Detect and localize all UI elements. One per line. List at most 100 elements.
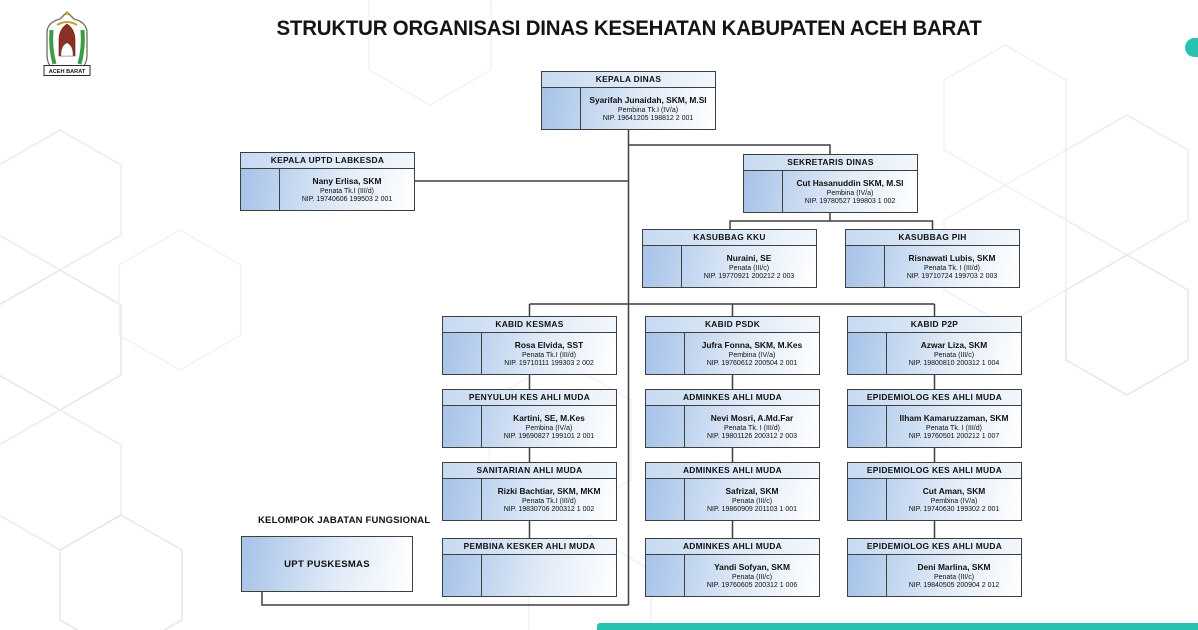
org-box-title: KABID KESMAS [443,317,616,333]
person-name: Deni Marlina, SKM [917,562,991,572]
person-rank: Pembina (IV/a) [728,351,776,359]
photo-cell [848,333,887,374]
person-rank: Pembina (IV/a) [826,189,874,197]
person-name: Nany Erlisa, SKM [312,176,382,186]
person-rank: Penata Tk.I (III/d) [320,187,374,195]
person-nip: NIP. 19760612 200504 2 001 [706,360,798,367]
photo-cell [443,406,482,447]
person-rank: Penata (III/c) [728,264,770,272]
photo-cell [848,479,887,520]
org-box-epidemiolog-2: EPIDEMIOLOG KES AHLI MUDA Cut Aman, SKM … [847,462,1022,521]
person-nip: NIP. 19740630 199302 2 001 [908,506,1000,513]
photo-cell [848,555,887,596]
person-name: Safrizal, SKM [725,486,779,496]
org-box-adminkes-2: ADMINKES AHLI MUDA Safrizal, SKM Penata … [645,462,820,521]
org-box-title: ADMINKES AHLI MUDA [646,463,819,479]
photo-cell [443,479,482,520]
person-nip: NIP. 19800810 200312 1 004 [908,360,1000,367]
logo-text: ACEH BARAT [49,69,86,75]
org-box-title: KEPALA UPTD LABKESDA [241,153,414,169]
person-rank: Penata Tk. I (III/d) [924,264,980,272]
person-rank: Penata Tk.I (III/d) [522,497,576,505]
person-name: Cut Aman, SKM [922,486,986,496]
page-title: STRUKTUR ORGANISASI DINAS KESEHATAN KABU… [276,16,982,40]
person-rank: Penata Tk. I (III/d) [926,424,982,432]
right-edge-accent [1185,38,1198,57]
photo-cell [646,333,685,374]
person-name: Cut Hasanuddin SKM, M.SI [796,178,904,188]
org-box-title: KABID PSDK [646,317,819,333]
person-nip: NIP. 19830706 200312 1 002 [503,506,595,513]
org-box-title: KASUBBAG PIH [846,230,1019,246]
person-nip: NIP. 19710724 199703 2 003 [906,273,998,280]
org-box-title: PEMBINA KESKER AHLI MUDA [443,539,616,555]
person-rank: Pembina (IV/a) [930,497,978,505]
person-rank: Penata (III/c) [731,497,773,505]
person-rank: Penata (III/c) [933,351,975,359]
person-nip: NIP. 19801126 200312 2 003 [706,433,798,440]
photo-cell [846,246,885,287]
person-nip: NIP. 19840505 200904 2 012 [908,582,1000,589]
org-box-kasubbag-pih: KASUBBAG PIH Risnawati Lubis, SKM Penata… [845,229,1020,288]
org-box-kabid-psdk: KABID PSDK Jufra Fonna, SKM, M.Kes Pembi… [645,316,820,375]
org-box-kasubbag-kku: KASUBBAG KKU Nuraini, SE Penata (III/c) … [642,229,817,288]
org-box-title: ADMINKES AHLI MUDA [646,539,819,555]
person-name: Kartini, SE, M.Kes [513,413,585,423]
person-nip: NIP. 19780527 199803 1 002 [804,198,896,205]
org-box-title: EPIDEMIOLOG KES AHLI MUDA [848,539,1021,555]
person-name: Yandi Sofyan, SKM [714,562,790,572]
org-box-title: EPIDEMIOLOG KES AHLI MUDA [848,390,1021,406]
person-nip: NIP. 19860909 201103 1 001 [706,506,798,513]
person-nip: NIP. 19710111 199303 2 002 [504,360,594,367]
person-rank: Penata (III/c) [731,573,773,581]
org-box-sekretaris-dinas: SEKRETARIS DINAS Cut Hasanuddin SKM, M.S… [743,154,918,213]
person-rank: Pembina (IV/a) [525,424,573,432]
person-nip: NIP. 19690827 199101 2 001 [503,433,595,440]
photo-cell [646,479,685,520]
person-rank: Penata Tk. I (III/d) [724,424,780,432]
org-box-title: EPIDEMIOLOG KES AHLI MUDA [848,463,1021,479]
person-nip: NIP. 19740606 199503 2 001 [301,196,393,203]
photo-cell [443,555,482,596]
person-nip: NIP. 19760501 200212 1 007 [908,433,1000,440]
org-box-adminkes-1: ADMINKES AHLI MUDA Nevi Mosri, A.Md.Far … [645,389,820,448]
person-name: Rizki Bachtiar, SKM, MKM [497,486,601,496]
org-box-title: KASUBBAG KKU [643,230,816,246]
org-box-adminkes-3: ADMINKES AHLI MUDA Yandi Sofyan, SKM Pen… [645,538,820,597]
person-name: Risnawati Lubis, SKM [908,253,996,263]
org-box-pembina-kesker: PEMBINA KESKER AHLI MUDA [442,538,617,597]
org-box-kabid-p2p: KABID P2P Azwar Liza, SKM Penata (III/c)… [847,316,1022,375]
person-name: Syarifah Junaidah, SKM, M.SI [589,95,707,105]
person-rank: Pembina Tk.I (IV/a) [617,106,679,114]
org-box-epidemiolog-1: EPIDEMIOLOG KES AHLI MUDA Ilham Kamaruzz… [847,389,1022,448]
photo-cell [646,406,685,447]
person-name: Ilham Kamaruzzaman, SKM [899,413,1009,423]
org-box-title: SANITARIAN AHLI MUDA [443,463,616,479]
org-box-title: SEKRETARIS DINAS [744,155,917,171]
photo-cell [744,171,783,212]
org-box-title: PENYULUH KES AHLI MUDA [443,390,616,406]
org-box-upt-puskesmas: UPT PUSKESMAS [241,536,413,592]
org-box-title: ADMINKES AHLI MUDA [646,390,819,406]
person-nip: NIP. 19760605 200312 1 006 [706,582,798,589]
bottom-edge-accent [597,623,1198,630]
photo-cell [241,169,280,210]
org-box-kepala-dinas: KEPALA DINAS Syarifah Junaidah, SKM, M.S… [541,71,716,130]
person-name: Jufra Fonna, SKM, M.Kes [701,340,803,350]
person-nip: NIP. 19770921 200212 2 003 [703,273,795,280]
photo-cell [443,333,482,374]
photo-cell [646,555,685,596]
org-box-epidemiolog-3: EPIDEMIOLOG KES AHLI MUDA Deni Marlina, … [847,538,1022,597]
org-box-title: KABID P2P [848,317,1021,333]
aceh-barat-logo: ACEH BARAT [43,11,91,76]
person-name: Nuraini, SE [726,253,772,263]
person-nip: NIP. 19641205 198812 2 001 [602,115,694,122]
org-box-penyuluh-kes: PENYULUH KES AHLI MUDA Kartini, SE, M.Ke… [442,389,617,448]
person-name: Nevi Mosri, A.Md.Far [710,413,794,423]
org-box-sanitarian: SANITARIAN AHLI MUDA Rizki Bachtiar, SKM… [442,462,617,521]
person-name: Azwar Liza, SKM [920,340,988,350]
person-rank: Penata Tk.I (III/d) [522,351,576,359]
person-name: Rosa Elvida, SST [514,340,584,350]
